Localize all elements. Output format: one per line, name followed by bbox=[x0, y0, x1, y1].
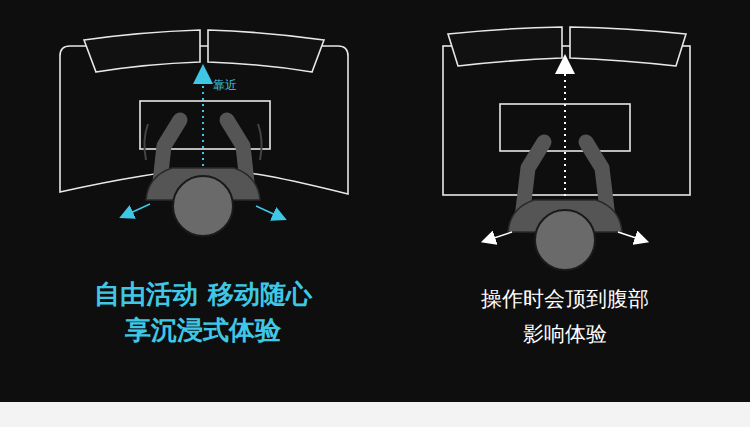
head bbox=[173, 176, 233, 236]
caption-right: 操作时会顶到腹部 影响体验 bbox=[465, 282, 665, 351]
movement-arrow bbox=[256, 206, 280, 217]
monitor-left bbox=[448, 27, 562, 66]
movement-arrow bbox=[618, 232, 642, 240]
caption-left: 自由活动 移动随心 享沉浸式体验 bbox=[78, 276, 328, 349]
monitor-left bbox=[84, 30, 200, 72]
straight-desk-scene bbox=[443, 27, 690, 270]
straight-desk bbox=[443, 46, 690, 195]
background bbox=[0, 0, 750, 402]
head bbox=[535, 210, 595, 270]
approach-arrow bbox=[202, 74, 204, 172]
callout-label: 靠近 bbox=[213, 78, 237, 92]
approach-arrow bbox=[564, 64, 566, 196]
movement-arrow bbox=[488, 232, 512, 240]
motion-trace bbox=[258, 124, 262, 160]
curved-desk-scene bbox=[60, 30, 348, 236]
monitor-right bbox=[570, 27, 686, 66]
motion-trace bbox=[144, 124, 148, 160]
bottom-strip bbox=[0, 402, 750, 427]
movement-arrow bbox=[126, 204, 150, 215]
monitor-right bbox=[208, 30, 324, 72]
